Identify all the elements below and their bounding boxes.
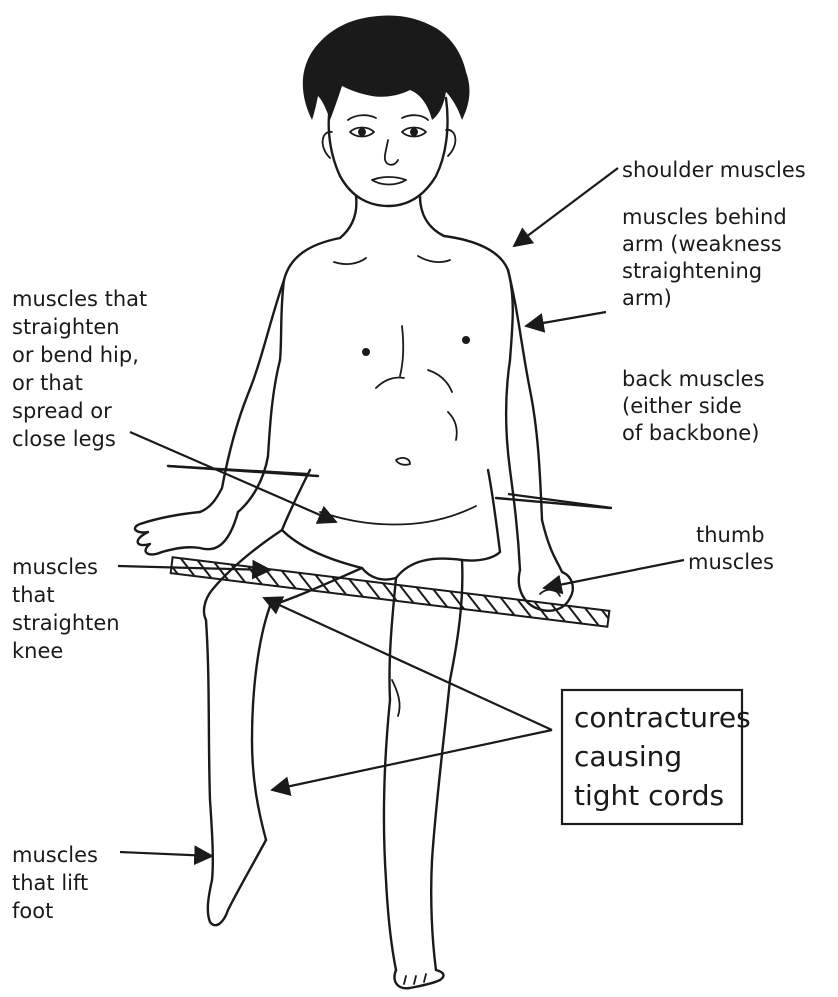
shorts-waist xyxy=(320,506,476,525)
mouth xyxy=(372,177,406,185)
right-thigh xyxy=(389,560,462,700)
thumb xyxy=(540,590,560,596)
nipple-left xyxy=(362,348,370,356)
label-behind-arm-line: arm) xyxy=(622,286,672,310)
right-shin xyxy=(384,680,450,970)
label-hip-line: close legs xyxy=(12,427,116,451)
left-foot xyxy=(208,840,266,925)
label-knee-line: muscles xyxy=(12,555,98,579)
label-hip-line: muscles that xyxy=(12,287,147,311)
neck xyxy=(340,196,444,238)
nose xyxy=(385,140,398,165)
contractures-line: tight cords xyxy=(574,779,724,812)
arrow-behind-arm xyxy=(526,312,606,326)
left-hand xyxy=(135,512,238,554)
left-shin xyxy=(206,606,270,880)
label-knee-line: knee xyxy=(12,639,63,663)
label-hip-line: spread or xyxy=(12,399,112,423)
boy-illustration xyxy=(135,16,610,989)
contractures-line: contractures xyxy=(574,701,751,734)
label-foot: muscles that lift foot xyxy=(12,843,98,923)
chest-line xyxy=(400,326,403,376)
collarbones xyxy=(334,256,450,264)
label-behind-arm: muscles behind arm (weakness straighteni… xyxy=(622,205,787,310)
label-back: back muscles (either side of backbone) xyxy=(622,367,765,445)
label-back-line: (either side xyxy=(622,394,742,418)
right-foot xyxy=(395,970,444,988)
label-foot-line: muscles xyxy=(12,843,98,867)
arrow-contracture-lower xyxy=(272,730,552,790)
label-knee: muscles that straighten knee xyxy=(12,555,120,663)
arrow-hip-line xyxy=(168,466,308,474)
arrow-hip xyxy=(130,432,336,522)
right-knee xyxy=(392,680,400,716)
label-thumb-line: muscles xyxy=(688,550,774,574)
arrow-contracture-upper xyxy=(264,598,552,730)
label-foot-line: that lift xyxy=(12,871,88,895)
right-pupil xyxy=(410,128,418,136)
label-thumb-line: thumb xyxy=(696,523,765,547)
left-pupil xyxy=(358,128,366,136)
label-knee-line: straighten xyxy=(12,611,120,635)
label-knee-line: that xyxy=(12,583,55,607)
brows xyxy=(348,115,428,120)
left-arm xyxy=(200,280,284,512)
arrow-foot xyxy=(120,852,212,856)
label-behind-arm-line: arm (weakness xyxy=(622,232,782,256)
contractures-line: causing xyxy=(574,740,682,773)
label-shoulder: shoulder muscles xyxy=(622,158,806,182)
label-hip-line: straighten xyxy=(12,315,120,339)
arrow-shoulder xyxy=(514,168,618,246)
label-shoulder-line: shoulder muscles xyxy=(622,158,806,182)
label-behind-arm-line: muscles behind xyxy=(622,205,787,229)
right-toes xyxy=(404,974,426,984)
label-contractures-box: contractures causing tight cords xyxy=(562,690,751,824)
label-foot-line: foot xyxy=(12,899,53,923)
right-hand xyxy=(519,520,573,611)
label-back-line: of backbone) xyxy=(622,421,759,445)
hair xyxy=(303,16,470,121)
label-back-line: back muscles xyxy=(622,367,765,391)
torso xyxy=(280,236,513,360)
label-thumb: thumb muscles xyxy=(688,523,774,574)
label-behind-arm-line: straightening xyxy=(622,259,762,283)
nipple-right xyxy=(462,336,470,344)
navel xyxy=(396,458,410,465)
label-hip: muscles that straighten or bend hip, or … xyxy=(12,287,147,451)
ribs xyxy=(376,370,457,440)
bench-top xyxy=(168,466,610,508)
label-hip-line: or that xyxy=(12,371,83,395)
label-hip-line: or bend hip, xyxy=(12,343,139,367)
